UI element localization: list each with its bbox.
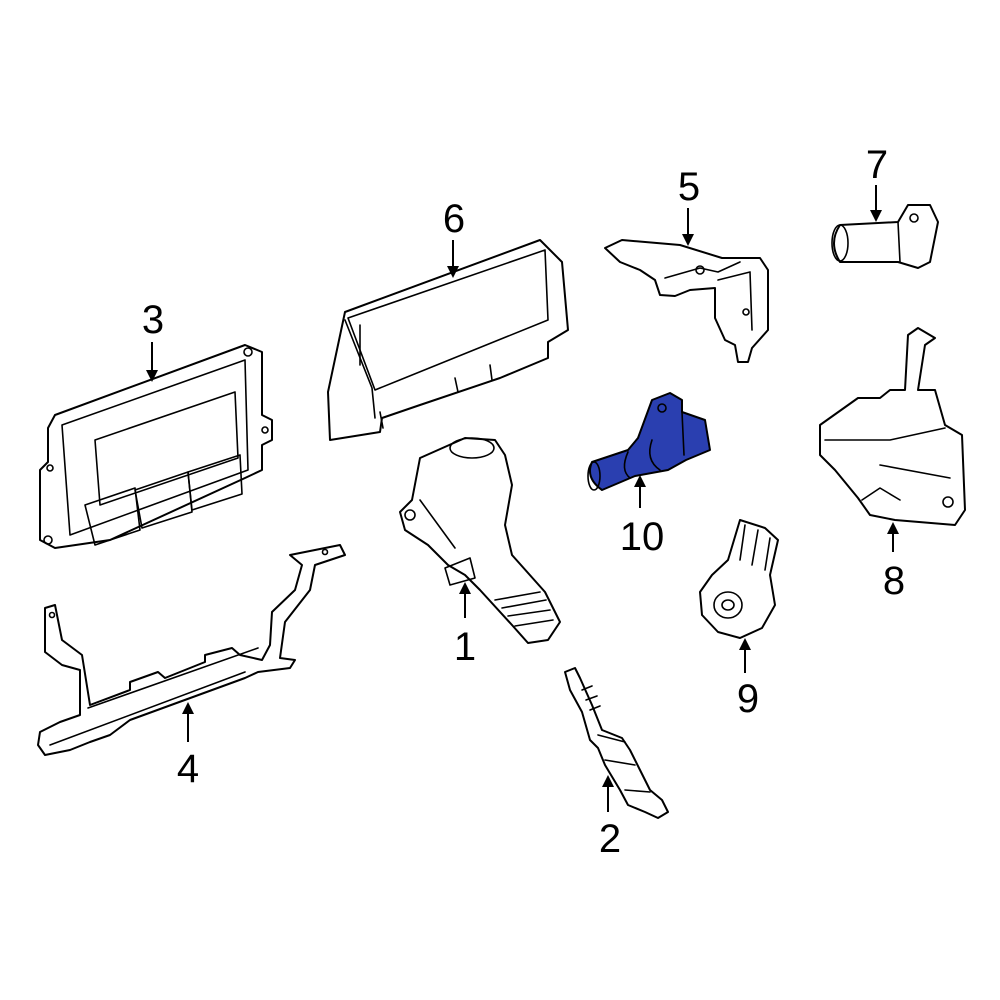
callout-5-label: 5 [678, 165, 700, 209]
part-4-harness-bracket[interactable] [37, 544, 346, 756]
callout-4-label: 4 [177, 747, 199, 791]
callout-1: 1 [454, 582, 476, 669]
part-5-mounting-bracket[interactable] [604, 239, 769, 363]
callout-9-label: 9 [737, 677, 759, 721]
part-1-ignition-coil[interactable] [399, 437, 561, 644]
callout-8: 8 [883, 522, 905, 603]
part-7-sensor[interactable] [831, 204, 939, 269]
callout-3-label: 3 [142, 298, 164, 342]
part-10-body [589, 392, 711, 491]
part-9-knock-sensor[interactable] [699, 519, 779, 639]
callout-9: 9 [737, 638, 759, 721]
callout-7: 7 [866, 143, 888, 222]
callout-2: 2 [599, 775, 621, 861]
callout-7-label: 7 [866, 143, 888, 187]
callout-10-label: 10 [620, 515, 665, 559]
callout-8-label: 8 [883, 559, 905, 603]
callout-6: 6 [443, 197, 465, 278]
part-10-sensor-highlighted[interactable] [587, 392, 711, 491]
callout-2-label: 2 [599, 817, 621, 861]
callout-1-label: 1 [454, 625, 476, 669]
callout-10: 10 [620, 475, 665, 559]
part-3-engine-control-module[interactable] [39, 344, 273, 549]
part-8-control-module-with-bracket[interactable] [819, 327, 966, 526]
callout-4: 4 [177, 702, 199, 791]
part-2-spark-plug[interactable] [564, 667, 669, 819]
callout-5: 5 [678, 165, 700, 246]
part-6-module-cover[interactable] [327, 239, 569, 441]
callout-3: 3 [142, 298, 164, 382]
callout-6-label: 6 [443, 197, 465, 241]
